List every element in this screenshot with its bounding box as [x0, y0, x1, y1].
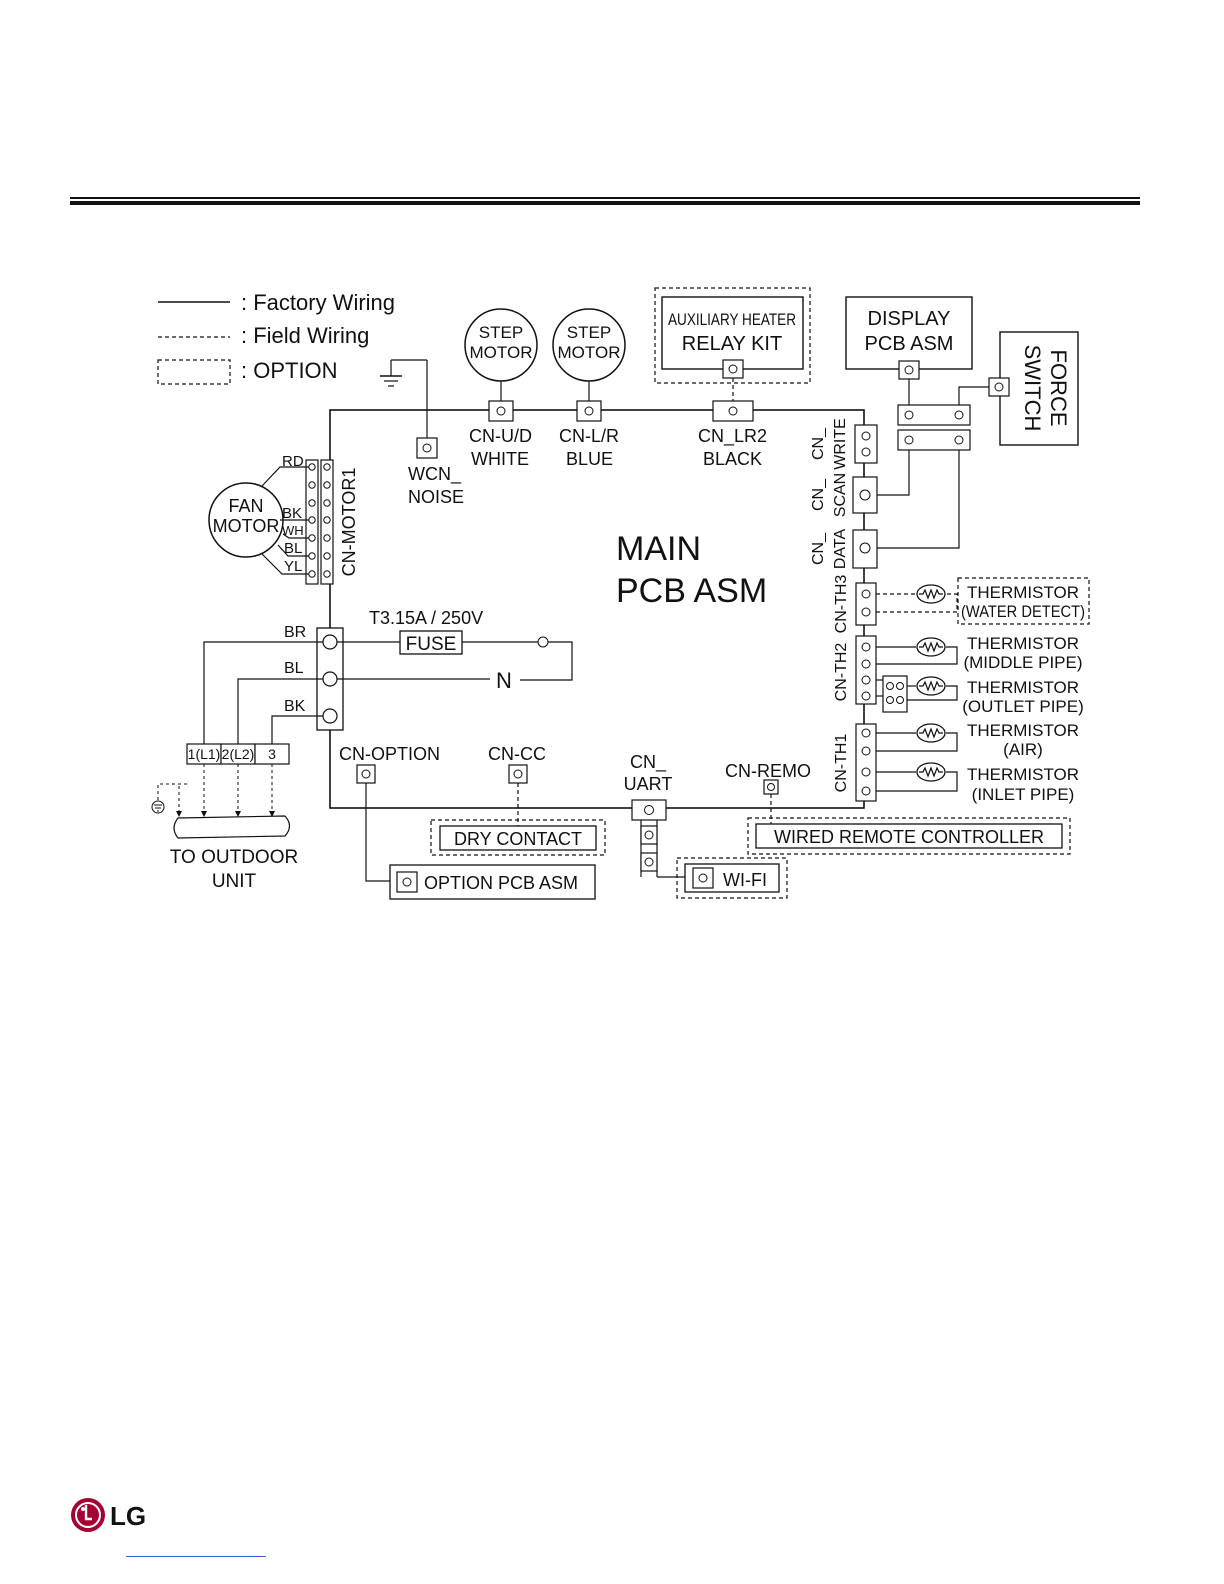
cn-data-line2: DATA	[832, 529, 849, 570]
cn-motor1-label: CN-MOTOR1	[339, 468, 359, 577]
ground-noise: WCN_ NOISE	[380, 359, 464, 507]
wire-yl-label: YL	[284, 558, 302, 575]
cn-write-line1: CN_	[810, 427, 827, 460]
wcn-noise-line1: WCN_	[408, 464, 462, 485]
cn-lr2-line2: BLACK	[703, 449, 762, 469]
cn-scan: CN_ SCAN	[810, 473, 878, 517]
thermistor-water-line1: THERMISTOR	[967, 583, 1079, 602]
step-motor-2-line1: STEP	[567, 323, 611, 342]
step-motor-1-line1: STEP	[479, 323, 523, 342]
wire-br-label: BR	[284, 624, 306, 641]
cn-option-label: CN-OPTION	[339, 744, 440, 764]
thermistor-inlet-line1: THERMISTOR	[967, 765, 1079, 784]
cn-lr2-line1: CN_LR2	[698, 426, 767, 447]
cn-th1-label: CN-TH1	[833, 734, 850, 793]
thermistor-inlet-line2: (INLET PIPE)	[972, 785, 1075, 804]
step-motor-lr: STEP MOTOR CN-L/R BLUE	[552, 308, 626, 469]
step-motor-2-line2: MOTOR	[558, 343, 621, 362]
wcn-noise-line2: NOISE	[408, 487, 464, 507]
cn-cc-label: CN-CC	[488, 744, 546, 764]
force-switch-line1: FORCE	[1046, 350, 1071, 427]
wire-bl-label: BL	[284, 540, 302, 557]
main-pcb-title-line1: MAIN	[616, 530, 701, 568]
fuse-rating: T3.15A / 250V	[369, 608, 483, 628]
step-motor-1-line2: MOTOR	[470, 343, 533, 362]
cn-data: CN_ DATA	[810, 529, 878, 570]
thermistor-air-line1: THERMISTOR	[967, 721, 1079, 740]
dry-contact-label: DRY CONTACT	[454, 829, 582, 849]
wired-remote-label: WIRED REMOTE CONTROLLER	[774, 827, 1044, 847]
footer-link-underline	[126, 1556, 266, 1557]
header-rule-bottom	[70, 201, 1140, 205]
aux-heater-line2: RELAY KIT	[682, 333, 782, 355]
lg-logo-text: LG	[110, 1501, 146, 1531]
step-motor-ud: STEP MOTOR CN-U/D WHITE	[464, 308, 538, 469]
cn-scan-line2: SCAN	[832, 473, 849, 517]
cn-data-line1: CN_	[810, 532, 827, 565]
display-pcb: DISPLAY PCB ASM	[845, 296, 973, 380]
option-pcb-label: OPTION PCB ASM	[424, 873, 578, 893]
wifi-label: WI-FI	[723, 870, 767, 890]
thermistor-air-line2: (AIR)	[1003, 740, 1043, 759]
terminal-2-label: 2(L2)	[222, 746, 255, 762]
legend-factory-label: : Factory Wiring	[241, 290, 395, 315]
fuse-label: FUSE	[406, 634, 457, 655]
cn-uart-line2: UART	[624, 774, 673, 794]
display-pcb-line1: DISPLAY	[868, 308, 951, 330]
legend-option-label: : OPTION	[241, 358, 338, 383]
header-rule-top	[70, 197, 1140, 199]
cn-ud-line1: CN-U/D	[469, 426, 532, 446]
power-terminal: BR BL BK FUSE T3.15A / 250V N	[203, 608, 573, 744]
neutral-label: N	[496, 668, 512, 693]
cn-cc: CN-CC DRY CONTACT	[430, 744, 606, 856]
thermistor-outlet-line1: THERMISTOR	[967, 678, 1079, 697]
wire-bk-label: BK	[282, 505, 302, 522]
display-switch-harness	[877, 379, 989, 549]
cn-ud-line2: WHITE	[471, 449, 529, 469]
aux-heater-line1: AUXILIARY HEATER	[668, 310, 796, 329]
lg-logo: LG	[71, 1498, 146, 1532]
cn-write: CN_ WRITE	[810, 418, 878, 470]
aux-heater-relay-kit: AUXILIARY HEATER RELAY KIT CN_LR2 BLACK	[654, 287, 811, 469]
outdoor-line1: TO OUTDOOR	[170, 847, 298, 868]
cn-th2-label: CN-TH2	[833, 643, 850, 702]
thermistor-outlet-line2: (OUTLET PIPE)	[962, 697, 1084, 716]
wire-wh-label: WH	[282, 523, 304, 538]
cn-write-line2: WRITE	[832, 418, 849, 470]
wire-bl-power-label: BL	[284, 660, 304, 677]
cn-lr-line1: CN-L/R	[559, 426, 619, 446]
fan-motor-line1: FAN	[228, 496, 263, 516]
cn-th3: CN-TH3 THERMISTOR (WATER DETECT)	[833, 575, 1090, 634]
thermistor-middle-line1: THERMISTOR	[967, 634, 1079, 653]
terminal-strip: 1(L1) 2(L2) 3 TO OUTDOOR UNIT	[151, 743, 298, 892]
wire-rd-label: RD	[282, 453, 304, 470]
terminal-3-label: 3	[268, 746, 276, 762]
thermistor-water-line2: (WATER DETECT)	[961, 602, 1085, 621]
main-pcb-title-line2: PCB ASM	[616, 572, 767, 610]
outdoor-line2: UNIT	[212, 871, 257, 892]
fan-motor-line2: MOTOR	[213, 516, 280, 536]
legend-field-label: : Field Wiring	[241, 323, 369, 348]
thermistor-middle-line2: (MIDDLE PIPE)	[963, 653, 1082, 672]
cn-option: CN-OPTION OPTION PCB ASM	[339, 744, 596, 900]
terminal-1-label: 1(L1)	[188, 746, 221, 762]
cn-uart-line1: CN_	[630, 752, 667, 773]
cn-remo-label: CN-REMO	[725, 761, 811, 781]
force-switch: FORCE SWITCH	[988, 331, 1079, 446]
cn-lr-line2: BLUE	[566, 449, 613, 469]
cn-th3-label: CN-TH3	[833, 575, 850, 634]
cn-scan-line1: CN_	[810, 478, 827, 511]
legend: : Factory Wiring : Field Wiring : OPTION	[157, 290, 395, 385]
wire-bk-power-label: BK	[284, 698, 306, 715]
force-switch-line2: SWITCH	[1020, 345, 1045, 432]
fan-motor: FAN MOTOR RD BK WH BL	[208, 453, 359, 585]
cn-th1: CN-TH1 THERMISTOR (AIR) THERMISTOR (INLE…	[833, 721, 1079, 804]
cn-remo: CN-REMO WIRED REMOTE CONTROLLER	[725, 761, 1071, 855]
display-pcb-line2: PCB ASM	[865, 333, 954, 355]
cn-th2: CN-TH2 THERMISTOR (MIDDLE PIPE) THERMIST…	[833, 634, 1084, 716]
cn-uart: CN_ UART WI-FI	[624, 752, 788, 899]
